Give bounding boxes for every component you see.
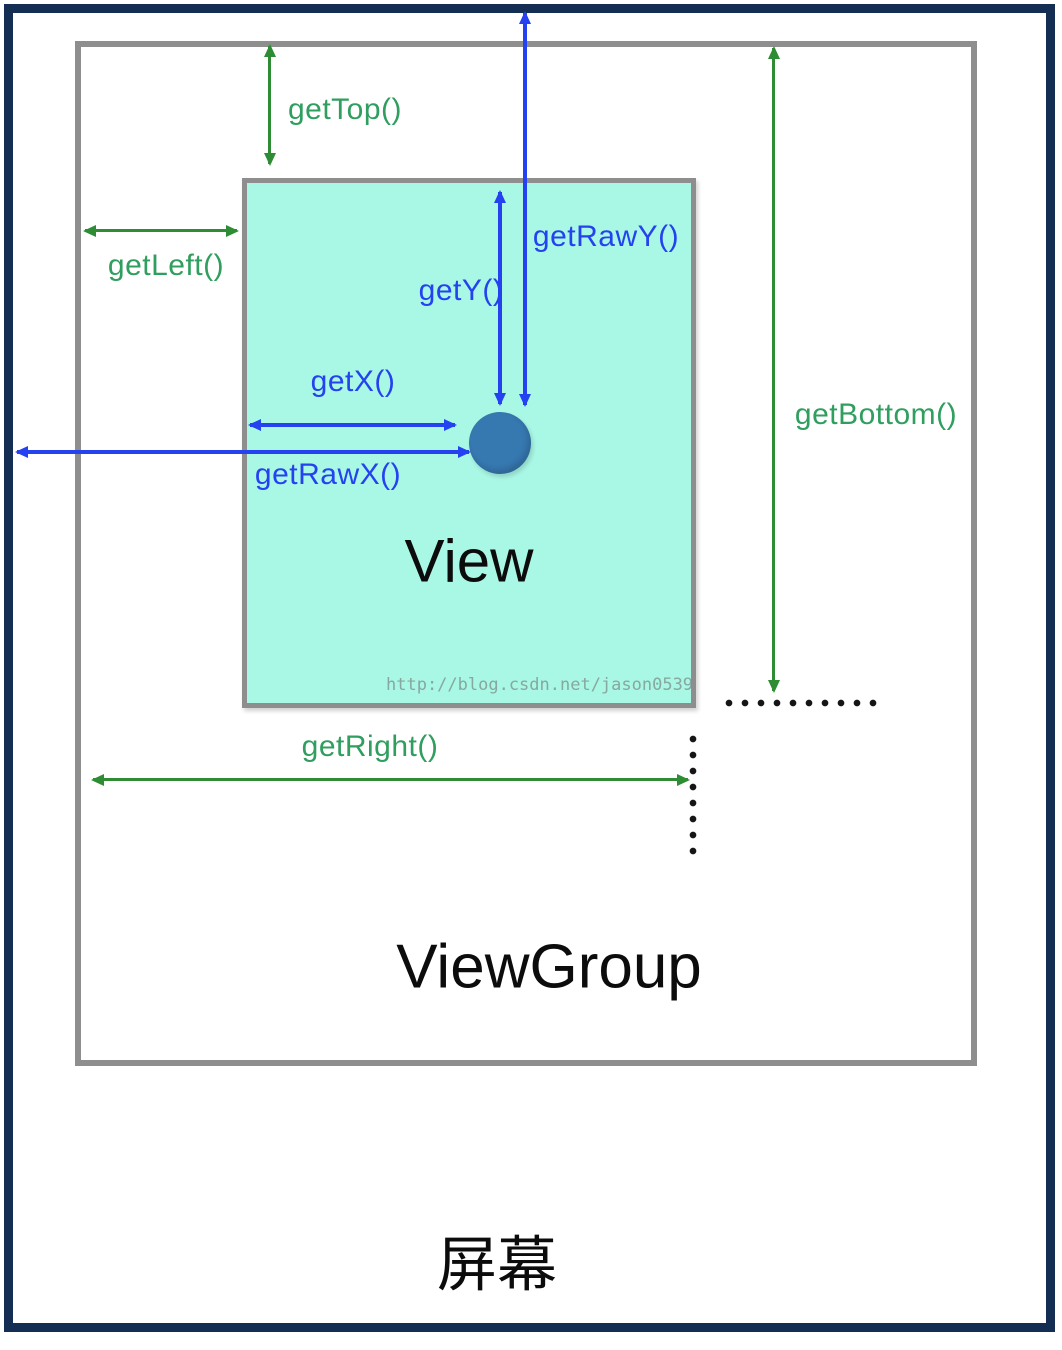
get-raw-x-label: getRawX() — [254, 458, 402, 491]
get-bottom-arrow — [772, 48, 775, 691]
get-y-label: getY() — [418, 274, 504, 307]
get-right-label: getRight() — [301, 730, 439, 763]
get-bottom-label: getBottom() — [794, 398, 958, 431]
get-raw-y-arrow — [523, 13, 527, 405]
get-left-arrow — [85, 229, 237, 232]
viewgroup-title: ViewGroup — [396, 932, 702, 1002]
watermark: http://blog.csdn.net/jason0539 — [386, 675, 694, 695]
dotted-line-vertical — [687, 731, 699, 859]
get-top-arrow — [268, 46, 271, 164]
get-raw-y-label: getRawY() — [532, 220, 680, 253]
get-top-label: getTop() — [287, 93, 403, 126]
get-raw-x-arrow — [17, 450, 469, 454]
get-y-arrow — [498, 192, 502, 404]
screen-frame — [4, 4, 1055, 1332]
get-x-arrow — [250, 423, 455, 427]
touch-point-circle — [469, 412, 531, 474]
screen-title: 屏幕 — [437, 1231, 557, 1299]
dotted-line-horizontal — [721, 697, 881, 709]
get-x-label: getX() — [310, 365, 396, 398]
view-title: View — [404, 527, 534, 595]
get-left-label: getLeft() — [107, 249, 225, 282]
get-right-arrow — [93, 778, 688, 781]
